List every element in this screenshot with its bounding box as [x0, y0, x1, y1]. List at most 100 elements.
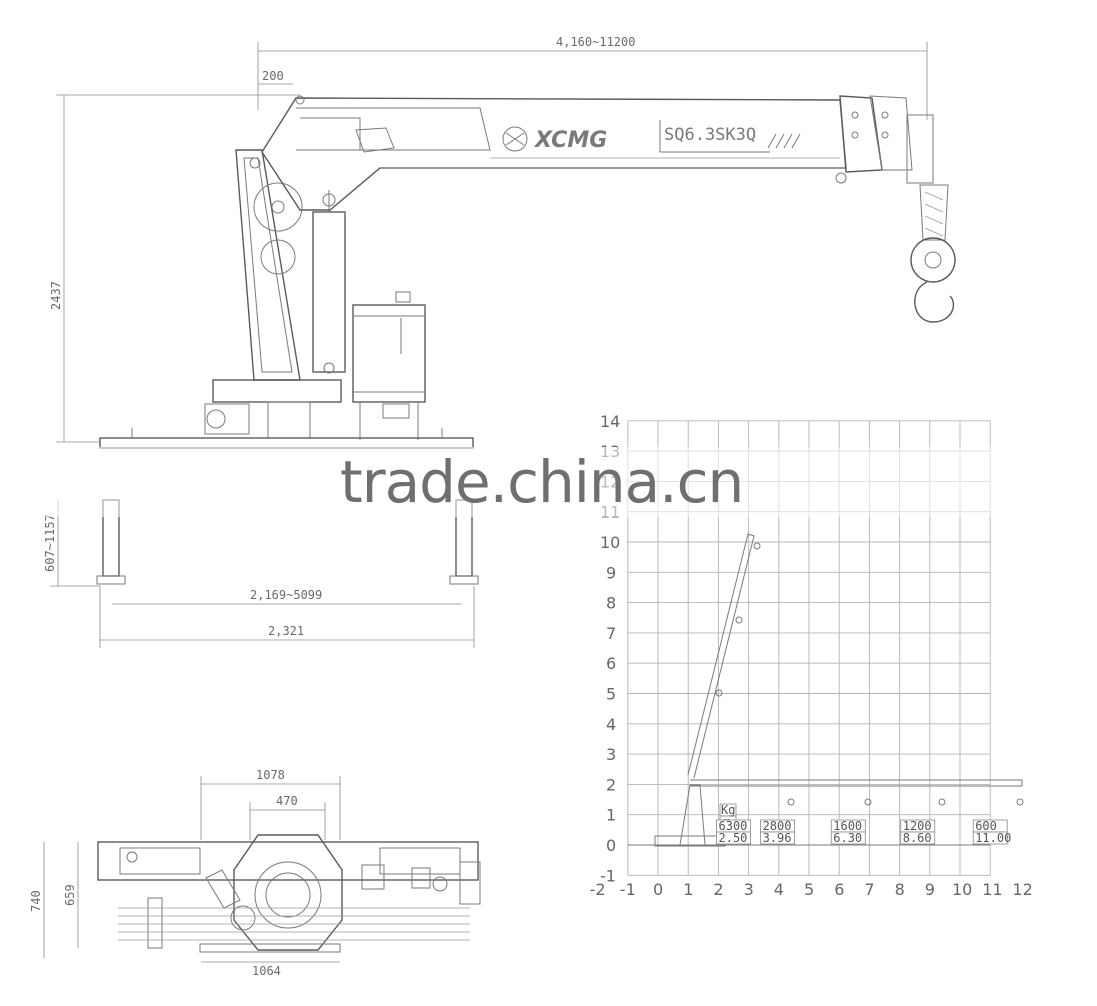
watermark-band — [0, 447, 1097, 517]
hydraulic-tank — [352, 304, 426, 403]
top-slewing-motor — [230, 905, 256, 931]
dim-offset: 200 — [262, 69, 284, 83]
boom-plate — [296, 107, 491, 151]
x-tick-label: 1 — [683, 880, 693, 899]
chart-hook — [787, 798, 795, 806]
dim-width-a: 1078 — [256, 768, 285, 782]
load-chart-crane-silhouette — [654, 533, 1024, 847]
dim-outrigger-stroke: 607~1157 — [43, 514, 57, 572]
left-outrigger-foot — [96, 575, 126, 585]
radius-value: 8.60 — [903, 831, 932, 845]
chart-hook — [938, 798, 946, 806]
hook-icon — [914, 281, 955, 323]
top-pin — [126, 851, 138, 863]
x-tick-label: 6 — [834, 880, 844, 899]
radius-cell — [830, 831, 866, 845]
x-tick-label: 8 — [895, 880, 905, 899]
dim-height-b: 659 — [63, 884, 77, 906]
head-pin — [881, 111, 889, 119]
slewing-motor — [204, 403, 250, 435]
y-tick-label: 1 — [606, 806, 616, 825]
top-pin — [432, 876, 448, 892]
x-tick-label: 3 — [744, 880, 754, 899]
load-value: 6300 — [719, 819, 748, 833]
x-tick-label: 2 — [713, 880, 723, 899]
y-tick-label: 7 — [606, 624, 616, 643]
y-tick-label: 5 — [606, 685, 616, 704]
top-slewing-base — [233, 834, 343, 951]
hook-block-links — [924, 191, 944, 237]
dim-overall-reach: 4,160~11200 — [556, 35, 635, 49]
y-tick-label: 4 — [606, 715, 616, 734]
dim-height: 2437 — [49, 281, 63, 310]
chart-hook — [1016, 798, 1024, 806]
x-tick-label: -1 — [620, 880, 636, 899]
radius-cell — [716, 831, 751, 845]
watermark: trade.china.cn — [300, 440, 800, 540]
xcmg-logo-text: XCMG — [533, 128, 607, 153]
head-pin — [835, 172, 847, 184]
hook-block-chain — [919, 184, 949, 241]
cylinder-base-pin — [323, 362, 335, 374]
top-slewing-bore — [265, 872, 311, 918]
top-valve-block — [411, 867, 431, 889]
xcmg-logo-emblem — [502, 126, 528, 152]
slewing-base — [212, 379, 342, 403]
y-tick-label: 9 — [606, 563, 616, 582]
column-port — [260, 239, 296, 275]
x-tick-label: 11 — [982, 880, 1002, 899]
y-tick-label: 2 — [606, 775, 616, 794]
x-tick-label: 5 — [804, 880, 814, 899]
x-tick-label: -2 — [590, 880, 606, 899]
crane-column — [235, 149, 301, 381]
dim-outrigger-span: 2,169~5099 — [250, 588, 322, 602]
radius-value: 11.00 — [975, 831, 1011, 845]
head-pin — [851, 131, 859, 139]
dim-width-b: 470 — [276, 794, 298, 808]
top-valve-block — [361, 864, 385, 890]
y-tick-label: 6 — [606, 654, 616, 673]
load-value: 1600 — [833, 819, 862, 833]
boom-pin — [295, 95, 305, 105]
x-tick-label: 9 — [925, 880, 935, 899]
side-view: 4,160~11200 200 2437 607~1157 — [43, 35, 956, 648]
chart-hook — [864, 798, 872, 806]
xcmg-logo-mark — [505, 132, 525, 146]
tank-valve — [382, 403, 410, 419]
right-outrigger-foot — [449, 575, 479, 585]
x-tick-label: 0 — [653, 880, 663, 899]
load-value: 600 — [975, 819, 997, 833]
chart-hook — [753, 542, 761, 550]
x-tick-label: 10 — [952, 880, 972, 899]
lift-cylinder — [312, 211, 346, 373]
cylinder-pin — [322, 193, 336, 207]
y-tick-label: -1 — [600, 866, 616, 885]
radius-value: 2.50 — [719, 831, 748, 845]
model-plate: SQ6.3SK3Q — [659, 120, 801, 153]
slewing-gear-circle — [253, 182, 303, 232]
chart-boom-horizontal — [690, 779, 1023, 787]
model-plate-stripes — [767, 133, 801, 149]
chart-boom-raised — [687, 533, 755, 779]
top-lower-rail — [199, 943, 341, 953]
chart-crane-column — [679, 784, 706, 846]
radius-cell — [760, 831, 795, 845]
top-motor-arm — [205, 869, 241, 909]
y-tick-label: 14 — [600, 412, 620, 431]
x-tick-label: 12 — [1012, 880, 1032, 899]
head-pin — [881, 131, 889, 139]
top-crossbeam — [97, 841, 479, 881]
hook-block-hub — [924, 251, 942, 269]
dim-height-a: 740 — [29, 890, 43, 912]
load-value: 2800 — [763, 819, 792, 833]
column-pin — [249, 157, 261, 169]
base-pedestal — [267, 401, 311, 439]
boom-bracket — [355, 127, 395, 153]
head-pin — [851, 111, 859, 119]
boom-main — [261, 97, 847, 211]
dim-base-width: 2,321 — [268, 624, 304, 638]
radius-value: 3.96 — [763, 831, 792, 845]
